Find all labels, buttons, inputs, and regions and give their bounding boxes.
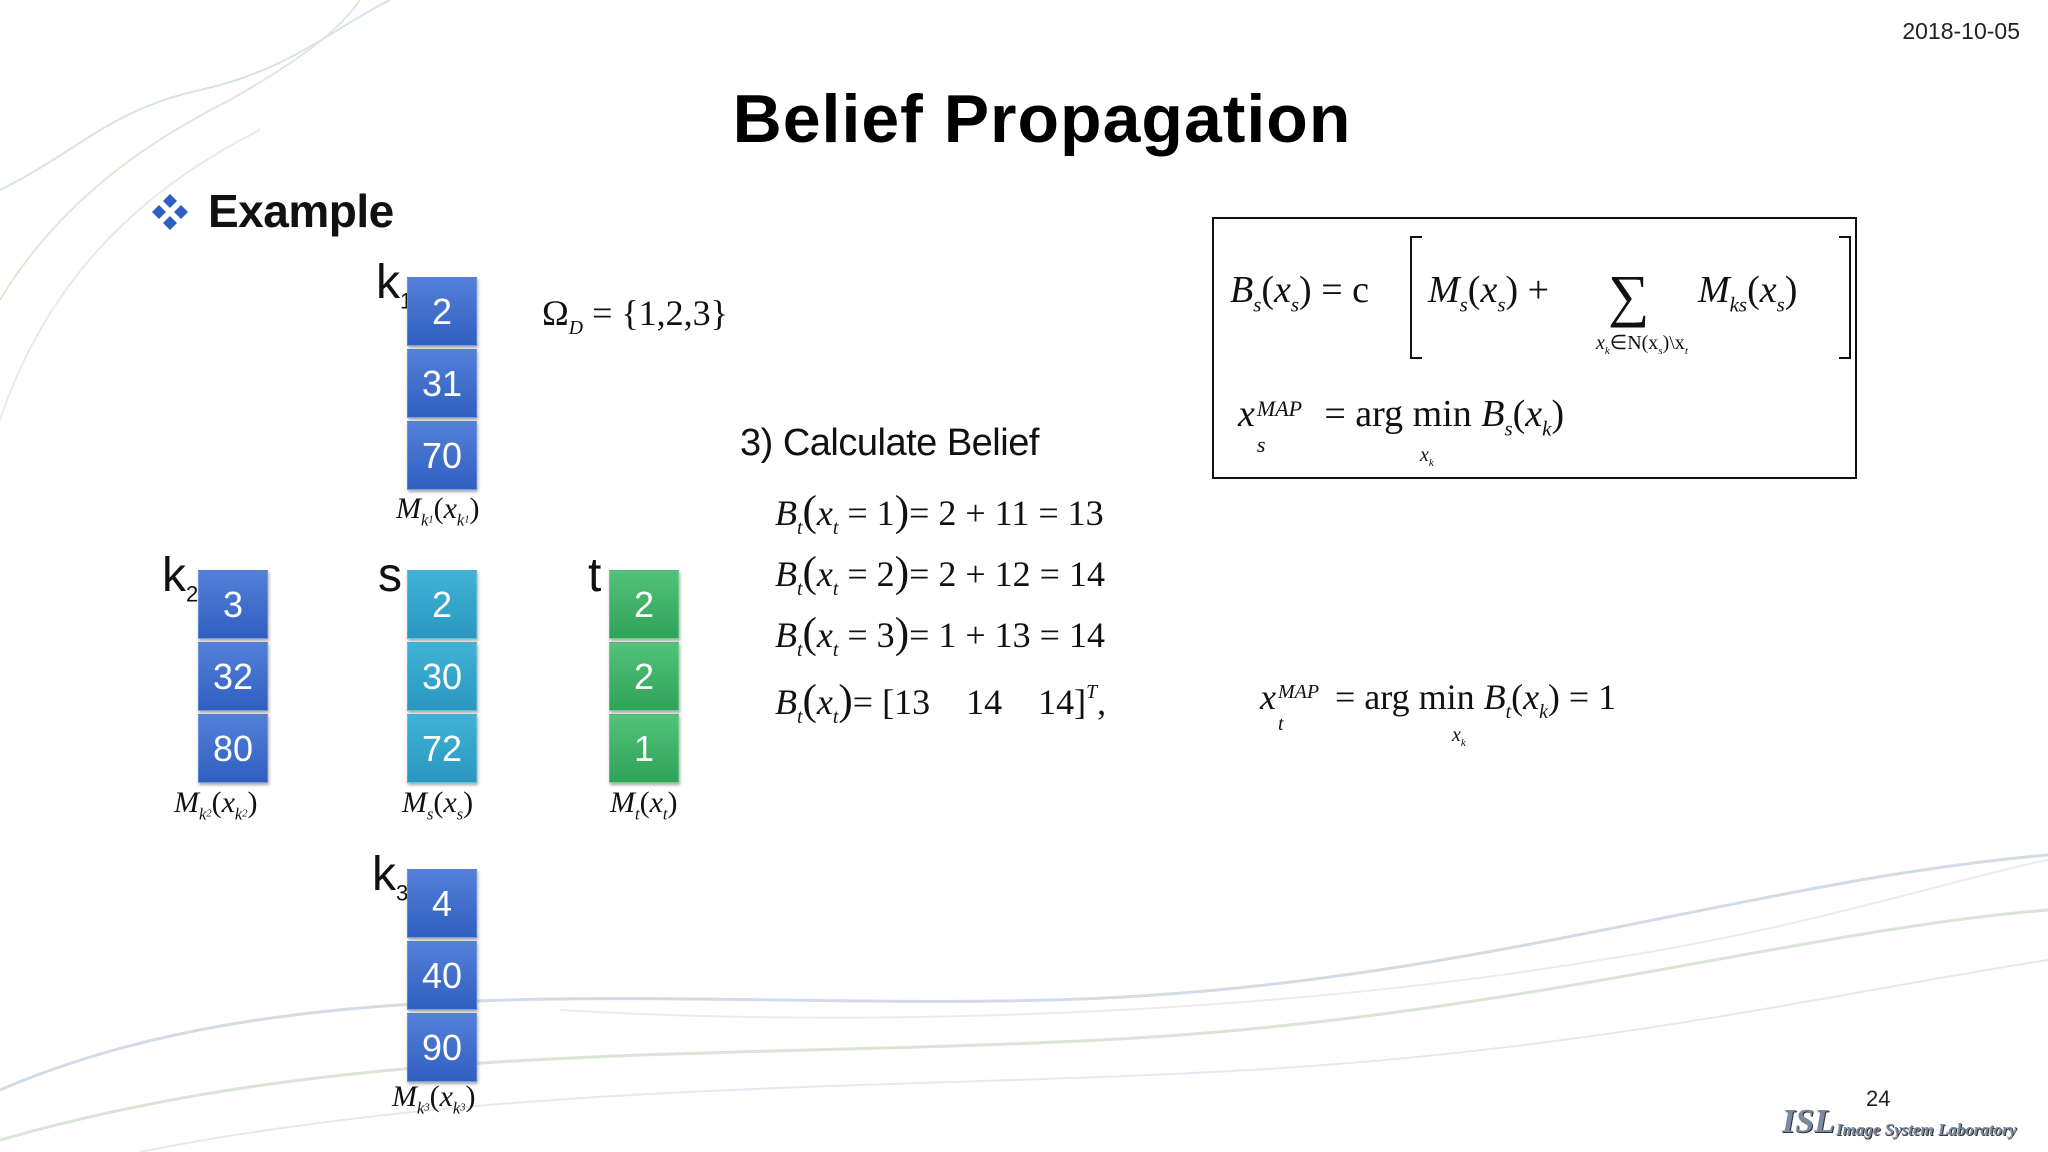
node-label-t: t [588,549,602,602]
slide-title: Belief Propagation [732,81,1352,157]
belief-row-3: Bt(xt = 3)= 1 + 13 = 14 [775,610,1105,661]
left-bracket [1410,236,1422,359]
message-label-k1: Mk1(xk1) [396,492,480,530]
node-label-k3: k3 [372,848,409,906]
diamond-bullet-icon [152,194,188,230]
message-cell: 72 [407,714,477,783]
message-label-k2: Mk2(xk2) [174,786,258,824]
message-stack-k2: 3 32 80 [198,570,268,786]
belief-row-2: Bt(xt = 2)= 2 + 12 = 14 [775,549,1105,600]
message-label-k3: Mk3(xk3) [392,1080,476,1118]
message-stack-t: 2 2 1 [609,570,679,786]
message-cell: 4 [407,869,477,938]
message-cell: 2 [407,570,477,639]
message-cell: 1 [609,714,679,783]
message-cell: 32 [198,642,268,711]
belief-formula: Bs(xs) = c [1230,269,1369,317]
message-cell: 30 [407,642,477,711]
belief-row-1: Bt(xt = 1)= 2 + 11 = 13 [775,488,1104,539]
map-s-under: xk [1420,444,1434,469]
belief-formula-mks: Mks(xs) [1698,269,1798,317]
message-stack-k3: 4 40 90 [407,869,477,1085]
message-label-t: Mt(xt) [610,786,678,824]
message-cell: 80 [198,714,268,783]
domain-equation: ΩD = {1,2,3} [542,293,728,339]
lab-logo-text: Image System Laboratory [1836,1120,2017,1139]
message-cell: 2 [609,642,679,711]
node-label-k1: k1 [376,256,412,314]
node-label-k2: k2 [162,549,199,607]
message-label-s: Ms(xs) [402,786,474,824]
page-number: 24 [1866,1086,1891,1111]
sum-symbol: ∑ [1608,263,1650,328]
belief-vector: Bt(xt)= [13 14 14]T, [775,677,1107,728]
message-cell: 40 [407,941,477,1010]
message-cell: 3 [198,570,268,639]
node-label-s: s [378,549,402,602]
message-cell: 2 [609,570,679,639]
sum-under: xk∈N(xs)\xt [1596,332,1688,357]
bullet-example: Example [208,185,394,237]
map-t-under: xk [1452,724,1466,749]
message-cell: 2 [407,277,477,346]
message-cell: 70 [407,421,477,490]
right-bracket [1839,236,1851,359]
message-stack-s: 2 30 72 [407,570,477,786]
section-heading: 3) Calculate Belief [740,422,1039,464]
slide-date: 2018-10-05 [1902,18,2020,44]
message-cell: 31 [407,349,477,418]
formula-box [1212,217,1857,479]
message-stack-k1: 2 31 70 [407,277,477,493]
lab-logo-mark: ISL [1782,1103,1835,1140]
belief-formula-m: Ms(xs) + [1428,269,1550,317]
message-cell: 90 [407,1013,477,1082]
